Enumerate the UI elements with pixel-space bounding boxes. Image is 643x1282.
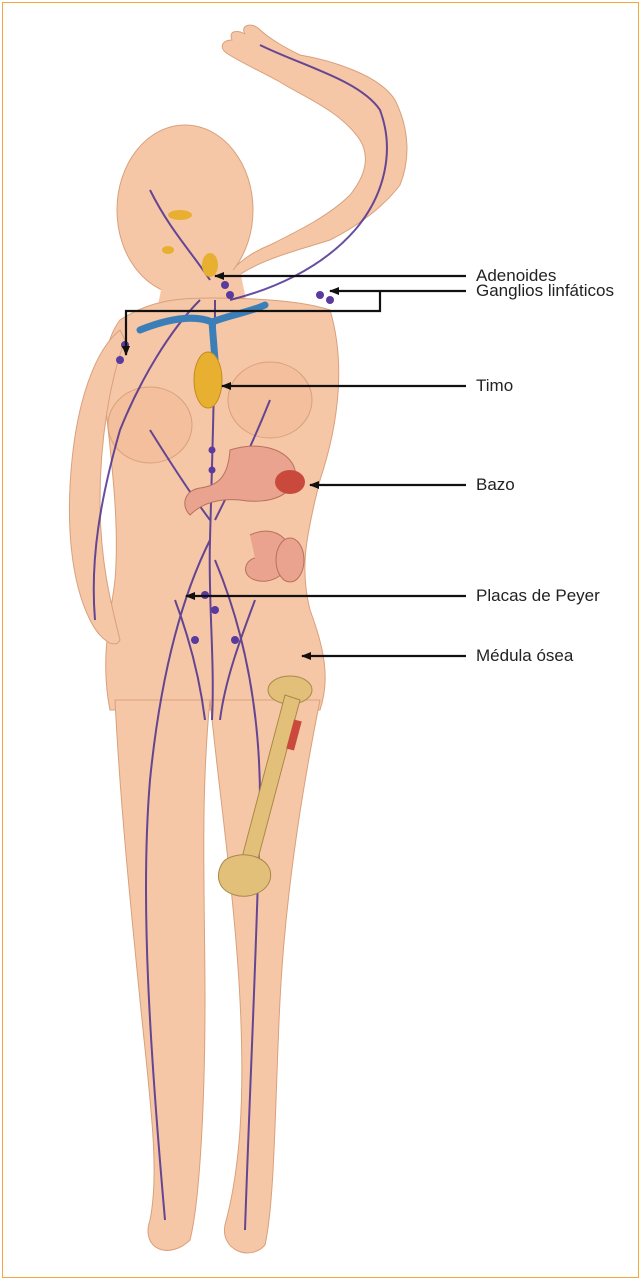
label-ganglios-linfaticos: Ganglios linfáticos: [476, 281, 614, 301]
spleen: [275, 470, 305, 494]
label-medula-osea: Médula ósea: [476, 646, 573, 666]
thymus: [194, 352, 222, 408]
leg-left: [115, 700, 210, 1250]
breast-left: [108, 387, 192, 463]
label-timo: Timo: [476, 376, 513, 396]
torso: [104, 298, 339, 710]
label-bazo: Bazo: [476, 475, 515, 495]
intestine-loop: [276, 538, 304, 582]
label-placas-de-peyer: Placas de Peyer: [476, 586, 600, 606]
head: [117, 125, 253, 295]
raised-arm: [220, 25, 407, 290]
